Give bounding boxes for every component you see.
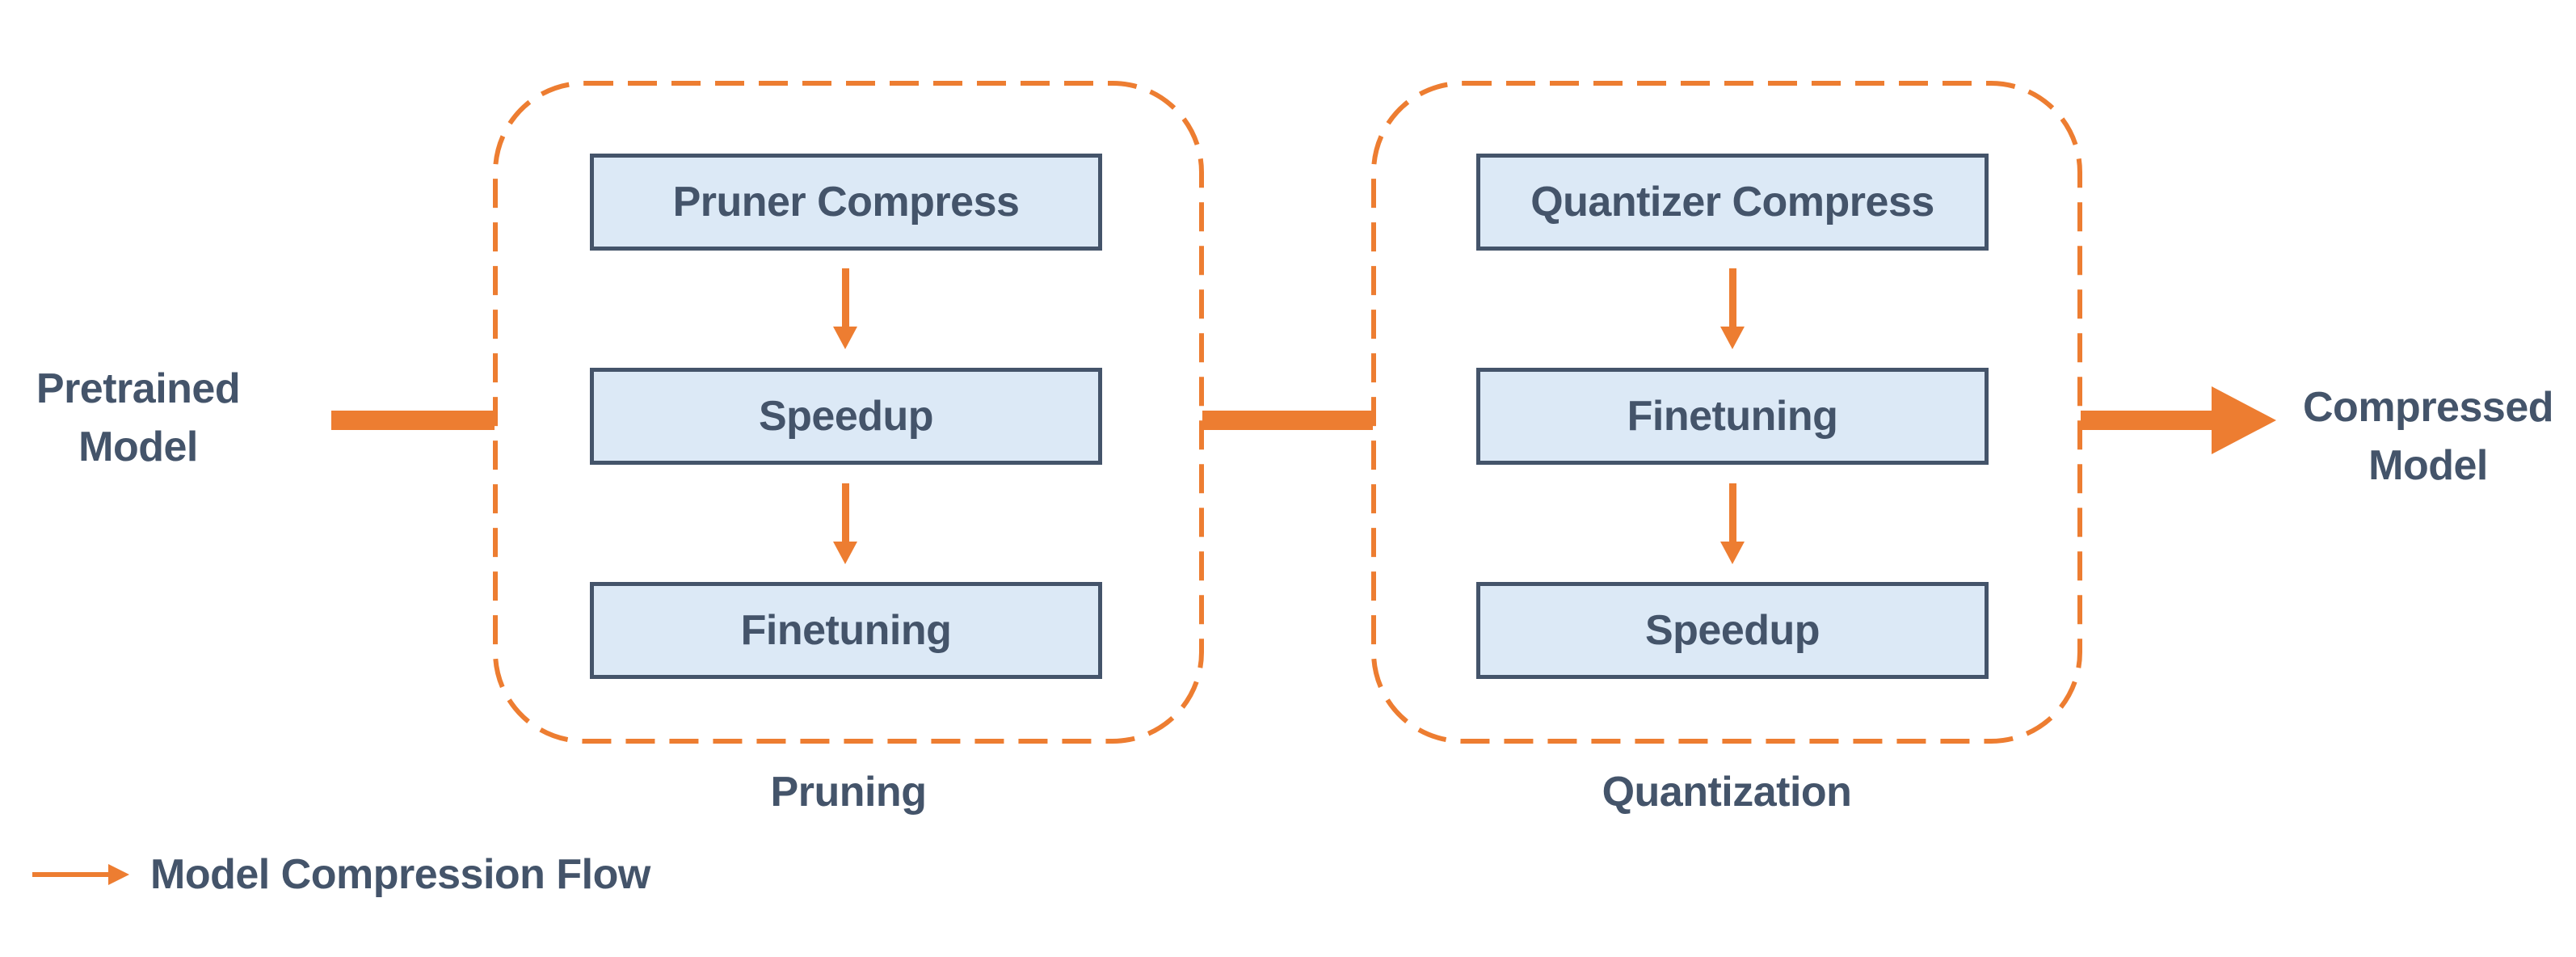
- quantization-group-border: [1371, 81, 2082, 744]
- pruning-group-border: [493, 81, 1204, 744]
- down-arrow-icon: [833, 268, 857, 349]
- pruning-step-box-pruner-compress: Pruner Compress: [590, 154, 1102, 251]
- compressed-model-line1: Compressed: [2303, 384, 2554, 431]
- down-arrow-icon: [833, 483, 857, 564]
- down-arrow-icon: [1720, 268, 1745, 349]
- down-arrow-icon: [1720, 483, 1745, 564]
- pretrained-model-line2: Model: [78, 424, 198, 470]
- flow-arrow-to-compressed-shaft: [2081, 411, 2212, 430]
- right-arrow-icon: [2212, 386, 2276, 454]
- pruning-step-label-3: Finetuning: [740, 607, 952, 654]
- pruning-step-box-finetuning: Finetuning: [590, 582, 1102, 679]
- quantization-step-label-1: Quantizer Compress: [1530, 179, 1934, 226]
- quantization-step-box-finetuning: Finetuning: [1476, 368, 1989, 465]
- quantization-step-box-quantizer-compress: Quantizer Compress: [1476, 154, 1989, 251]
- legend-flow-arrow-icon: [32, 863, 129, 886]
- quantization-step-box-speedup: Speedup: [1476, 582, 1989, 679]
- legend-label: Model Compression Flow: [150, 851, 650, 898]
- quantization-group-title: Quantization: [1602, 769, 1852, 816]
- quantization-step-label-3: Speedup: [1644, 607, 1820, 654]
- pruning-step-box-speedup: Speedup: [590, 368, 1102, 465]
- flow-bar-pruning-to-quantization: [1202, 411, 1373, 430]
- pretrained-model-label: Pretrained Model: [8, 360, 268, 476]
- pruning-group-title: Pruning: [770, 769, 927, 816]
- pretrained-model-line1: Pretrained: [36, 365, 241, 412]
- flow-bar-pretrained-to-pruning: [331, 411, 495, 430]
- compressed-model-label: Compressed Model: [2295, 378, 2561, 495]
- compressed-model-line2: Model: [2368, 442, 2488, 489]
- pruning-step-label-2: Speedup: [758, 393, 934, 440]
- pruning-step-label-1: Pruner Compress: [672, 179, 1020, 226]
- quantization-step-label-2: Finetuning: [1627, 393, 1838, 440]
